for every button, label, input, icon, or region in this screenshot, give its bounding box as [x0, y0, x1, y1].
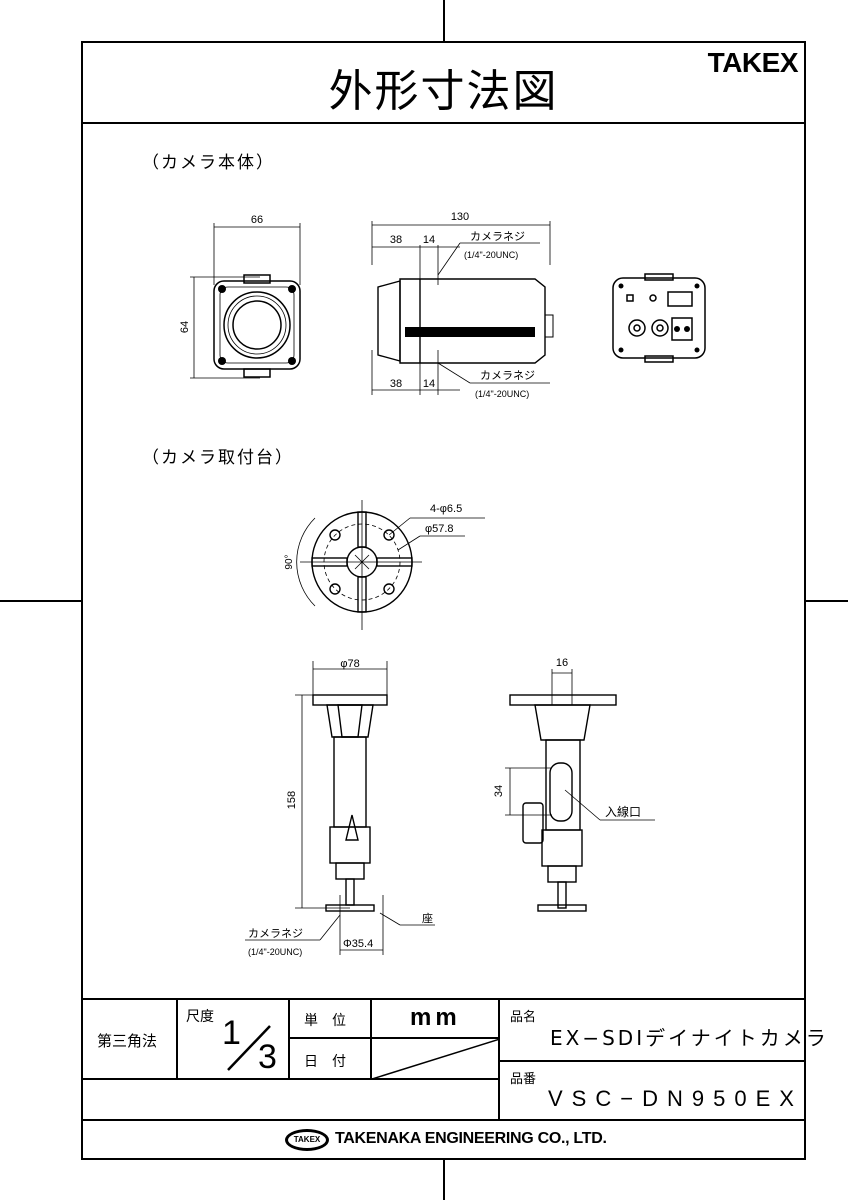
section-label-camera-body: （カメラ本体）	[142, 153, 275, 173]
svg-text:38: 38	[390, 234, 402, 246]
brand-logo: TAKEX	[707, 47, 799, 78]
blank-row	[81, 1080, 500, 1121]
svg-text:14: 14	[423, 378, 435, 390]
svg-text:φ57.8: φ57.8	[425, 523, 454, 535]
unit-value-cell: mm	[372, 998, 500, 1039]
center-mark-right	[806, 600, 848, 602]
product-name-cell: 品名 EX−SDIデイナイトカメラ	[500, 998, 826, 1062]
product-no-cell: 品番 VSC−DN950EX	[500, 1062, 806, 1121]
scale-numerator: 1	[222, 1014, 241, 1052]
page-title: 外形寸法図	[328, 66, 559, 117]
projection-method: 第三角法	[97, 1032, 158, 1050]
scale-denominator: 3	[258, 1038, 277, 1076]
svg-text:158: 158	[286, 791, 298, 809]
svg-text:90°: 90°	[284, 554, 295, 569]
svg-text:(1/4"-20UNC): (1/4"-20UNC)	[248, 947, 302, 957]
center-mark-top	[443, 0, 445, 41]
drawing-frame	[81, 41, 806, 1160]
svg-text:16: 16	[556, 657, 568, 669]
svg-text:φ78: φ78	[340, 658, 359, 670]
svg-text:入線口: 入線口	[605, 804, 641, 819]
company-name: TAKENAKA ENGINEERING CO., LTD.	[335, 1130, 607, 1147]
mount-top-view: 4-φ6.5 φ57.8 90°	[284, 500, 485, 630]
product-number: VSC−DN950EX	[548, 1086, 803, 1111]
svg-text:カメラネジ: カメラネジ	[248, 927, 303, 940]
center-mark-bottom	[443, 1160, 445, 1200]
product-name-label: 品名	[510, 1010, 537, 1025]
unit-label-cell: 単 位	[290, 998, 372, 1039]
camera-front-view: 66 64	[179, 214, 301, 379]
unit-label: 単 位	[304, 1013, 346, 1029]
svg-text:4-φ6.5: 4-φ6.5	[430, 503, 462, 515]
svg-text:34: 34	[493, 785, 505, 797]
svg-text:(1/4"-20UNC): (1/4"-20UNC)	[475, 389, 529, 399]
svg-text:カメラネジ: カメラネジ	[470, 230, 525, 243]
camera-side-view: 130 38 14 38 14 カメラネジ (1/4"-20UNC) カメラネジ…	[371, 211, 554, 399]
dim-width: 66	[251, 214, 263, 226]
dim-height: 64	[179, 321, 191, 333]
center-mark-left	[0, 600, 81, 602]
mount-side-view: 16 34 入線口	[493, 657, 655, 912]
company-row: TAKEX TAKENAKA ENGINEERING CO., LTD.	[81, 1121, 806, 1160]
svg-text:130: 130	[451, 211, 469, 223]
svg-text:カメラネジ: カメラネジ	[480, 369, 535, 382]
product-no-label: 品番	[510, 1072, 537, 1087]
svg-text:Φ35.4: Φ35.4	[343, 938, 373, 950]
company-logo: TAKEX	[285, 1129, 329, 1151]
svg-text:38: 38	[390, 378, 402, 390]
scale-label: 尺度	[186, 1009, 214, 1025]
title-row: 外形寸法図 TAKEX	[81, 41, 806, 124]
date-label: 日 付	[304, 1054, 346, 1070]
svg-text:(1/4"-20UNC): (1/4"-20UNC)	[464, 250, 518, 260]
svg-text:14: 14	[423, 234, 435, 246]
title-block	[81, 998, 806, 1160]
camera-rear-view	[612, 273, 706, 363]
product-name: EX−SDIデイナイトカメラ	[550, 1026, 829, 1050]
projection-cell: 第三角法	[81, 998, 178, 1080]
scale-cell: 尺度 1 3	[178, 998, 290, 1080]
mount-front-view: φ78 158 カメラネジ (1/4"-20UNC) Φ35.4 座	[245, 658, 435, 957]
date-label-cell: 日 付	[290, 1039, 372, 1080]
unit-value: mm	[410, 1004, 461, 1031]
section-label-camera-mount: （カメラ取付台）	[142, 448, 294, 468]
date-value-cell	[372, 1039, 500, 1080]
svg-text:座: 座	[422, 911, 433, 925]
